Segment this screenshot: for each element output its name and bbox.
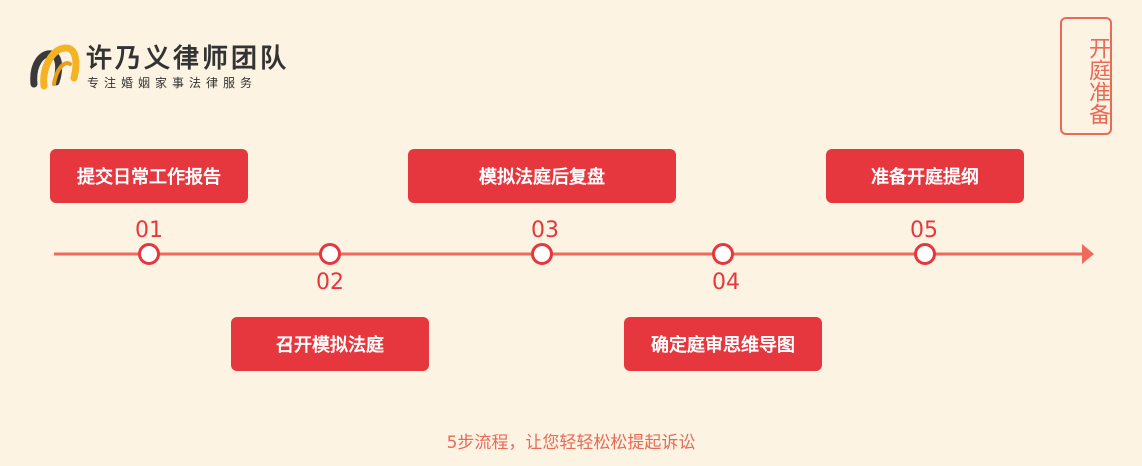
step-box-5: 准备开庭提纲 — [826, 149, 1024, 203]
timeline-node-1 — [138, 243, 160, 265]
brand-name: 许乃义律师团队 — [86, 44, 290, 74]
step-number-3: 03 — [531, 218, 559, 243]
step-number-2: 02 — [316, 270, 344, 295]
brand-tagline: 专注婚姻家事法律服务 — [87, 76, 258, 90]
timeline-node-2 — [319, 243, 341, 265]
timeline-node-4 — [712, 243, 734, 265]
step-box-3: 模拟法庭后复盘 — [408, 149, 676, 203]
step-box-2: 召开模拟法庭 — [231, 317, 429, 371]
step-box-4: 确定庭审思维导图 — [624, 317, 822, 371]
footer-caption: 5步流程，让您轻轻松松提起诉讼 — [446, 433, 696, 453]
timeline-arrow — [1082, 244, 1094, 264]
step-number-4: 04 — [712, 270, 740, 295]
step-number-5: 05 — [910, 218, 938, 243]
logo-icon — [30, 44, 80, 90]
timeline-node-3 — [531, 243, 553, 265]
section-badge: 开庭准备 — [1060, 17, 1112, 135]
step-number-1: 01 — [135, 218, 163, 243]
step-box-1: 提交日常工作报告 — [50, 149, 248, 203]
timeline-node-5 — [914, 243, 936, 265]
